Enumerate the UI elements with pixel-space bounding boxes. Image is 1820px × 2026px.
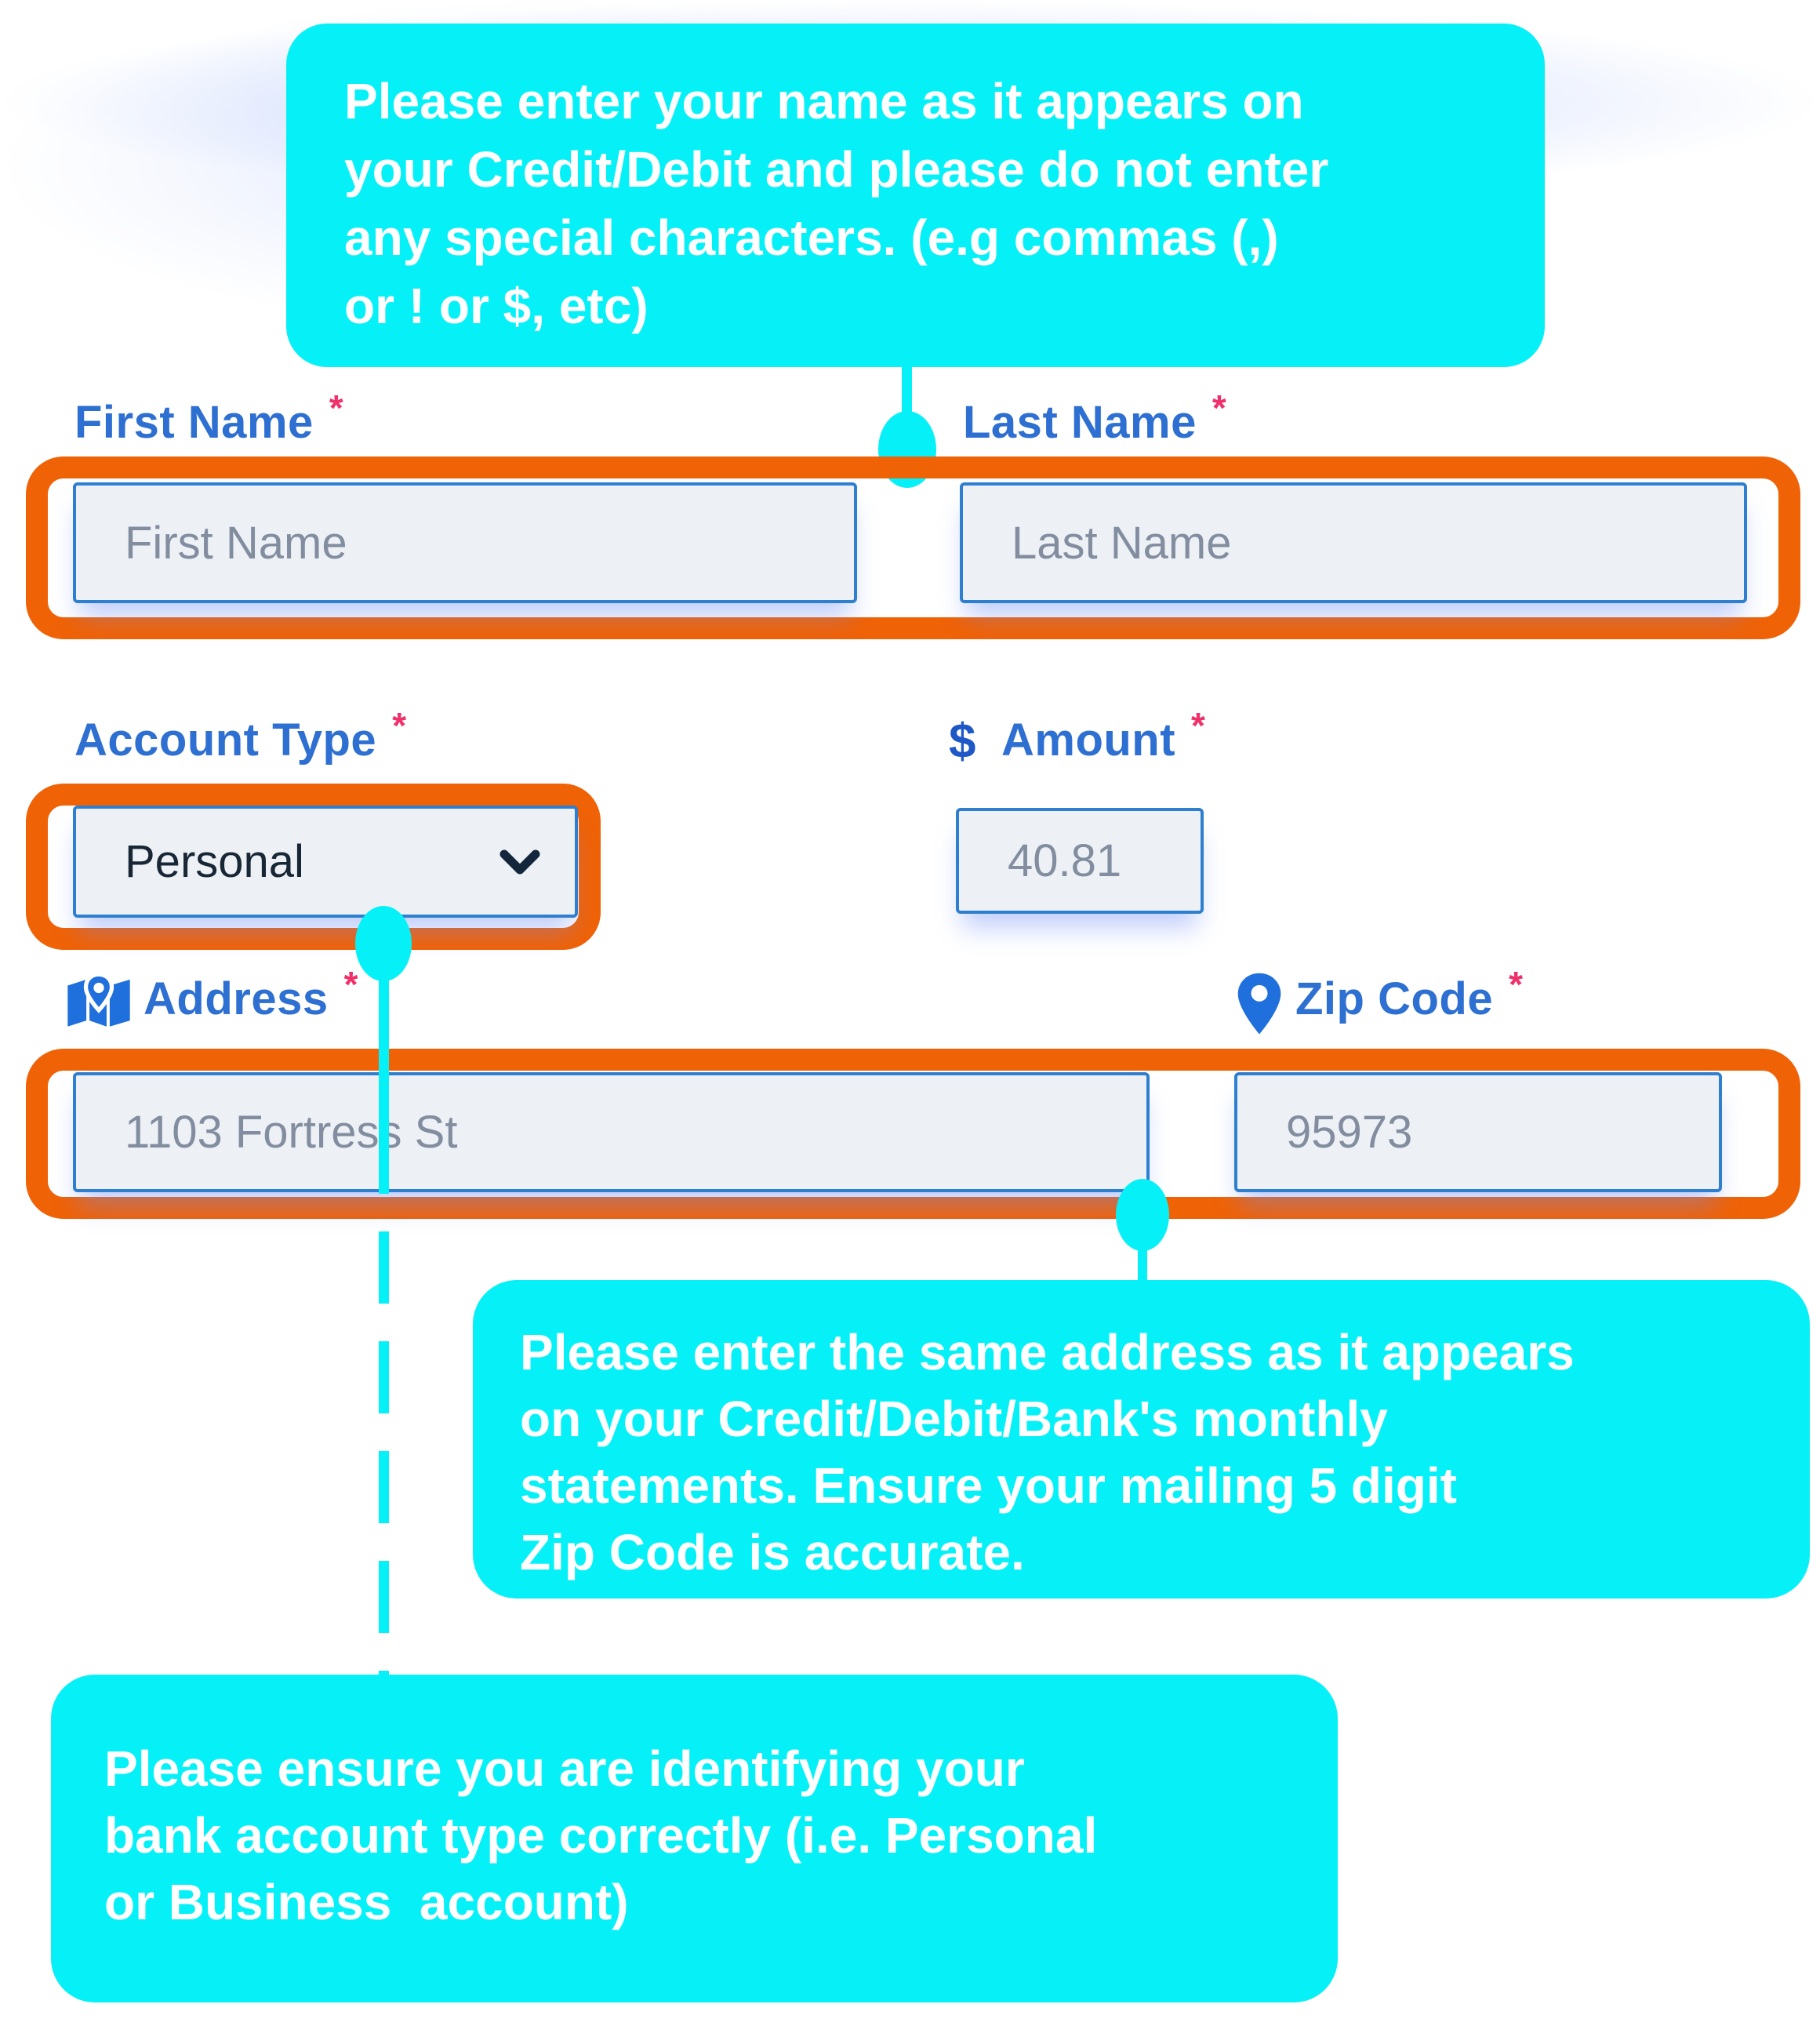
last-name-input[interactable] [960,482,1747,603]
required-asterisk: * [1191,705,1206,746]
zip-code-input[interactable] [1234,1072,1722,1192]
tooltip-address-text: Please enter the same address as it appe… [520,1324,1575,1580]
pin-icon [1237,973,1281,1035]
address-input[interactable] [73,1072,1150,1192]
first-name-label: First Name * [74,387,343,449]
address-label: Address * [65,964,358,1035]
connector-line-name [902,366,912,417]
required-asterisk: * [392,705,407,746]
zip-code-label: Zip Code * [1234,964,1523,1038]
required-asterisk: * [343,964,358,1005]
connector-line-zip [1138,1247,1147,1283]
address-label-text: Address [143,973,329,1024]
amount-input[interactable] [956,808,1204,914]
tooltip-name-text: Please enter your name as it appears on … [344,73,1329,334]
connector-line-account-type [379,977,389,1122]
first-name-input[interactable] [73,482,857,603]
highlight-box-account-type [26,784,601,950]
connector-dot-zip [1116,1179,1169,1251]
highlight-box-name-fields [26,456,1800,639]
tooltip-account-type-text: Please ensure you are identifying your b… [104,1740,1098,1930]
account-type-label-text: Account Type [74,715,377,766]
map-icon [67,972,130,1027]
connector-dot-account-type [355,906,412,981]
account-type-selected-value: Personal [125,836,304,887]
tooltip-account-type-instructions: Please ensure you are identifying your b… [51,1675,1338,2002]
chevron-down-icon [500,849,540,874]
required-asterisk: * [1509,964,1524,1005]
last-name-label: Last Name * [963,387,1226,449]
connector-dashed-line-account-type [379,1122,389,1675]
dollar-icon: $ [949,715,976,769]
amount-label: $ Amount * [949,705,1205,769]
tooltip-name-instructions: Please enter your name as it appears on … [286,24,1545,367]
last-name-label-text: Last Name [963,397,1197,448]
required-asterisk: * [329,387,344,428]
zip-code-label-text: Zip Code [1295,973,1494,1024]
required-asterisk: * [1212,387,1227,428]
amount-label-text: Amount [1001,715,1176,766]
tooltip-address-instructions: Please enter the same address as it appe… [473,1280,1810,1599]
first-name-label-text: First Name [74,397,314,448]
highlight-box-address-fields [26,1049,1800,1219]
account-type-select[interactable]: Personal [73,806,578,918]
account-type-label: Account Type * [74,705,406,766]
